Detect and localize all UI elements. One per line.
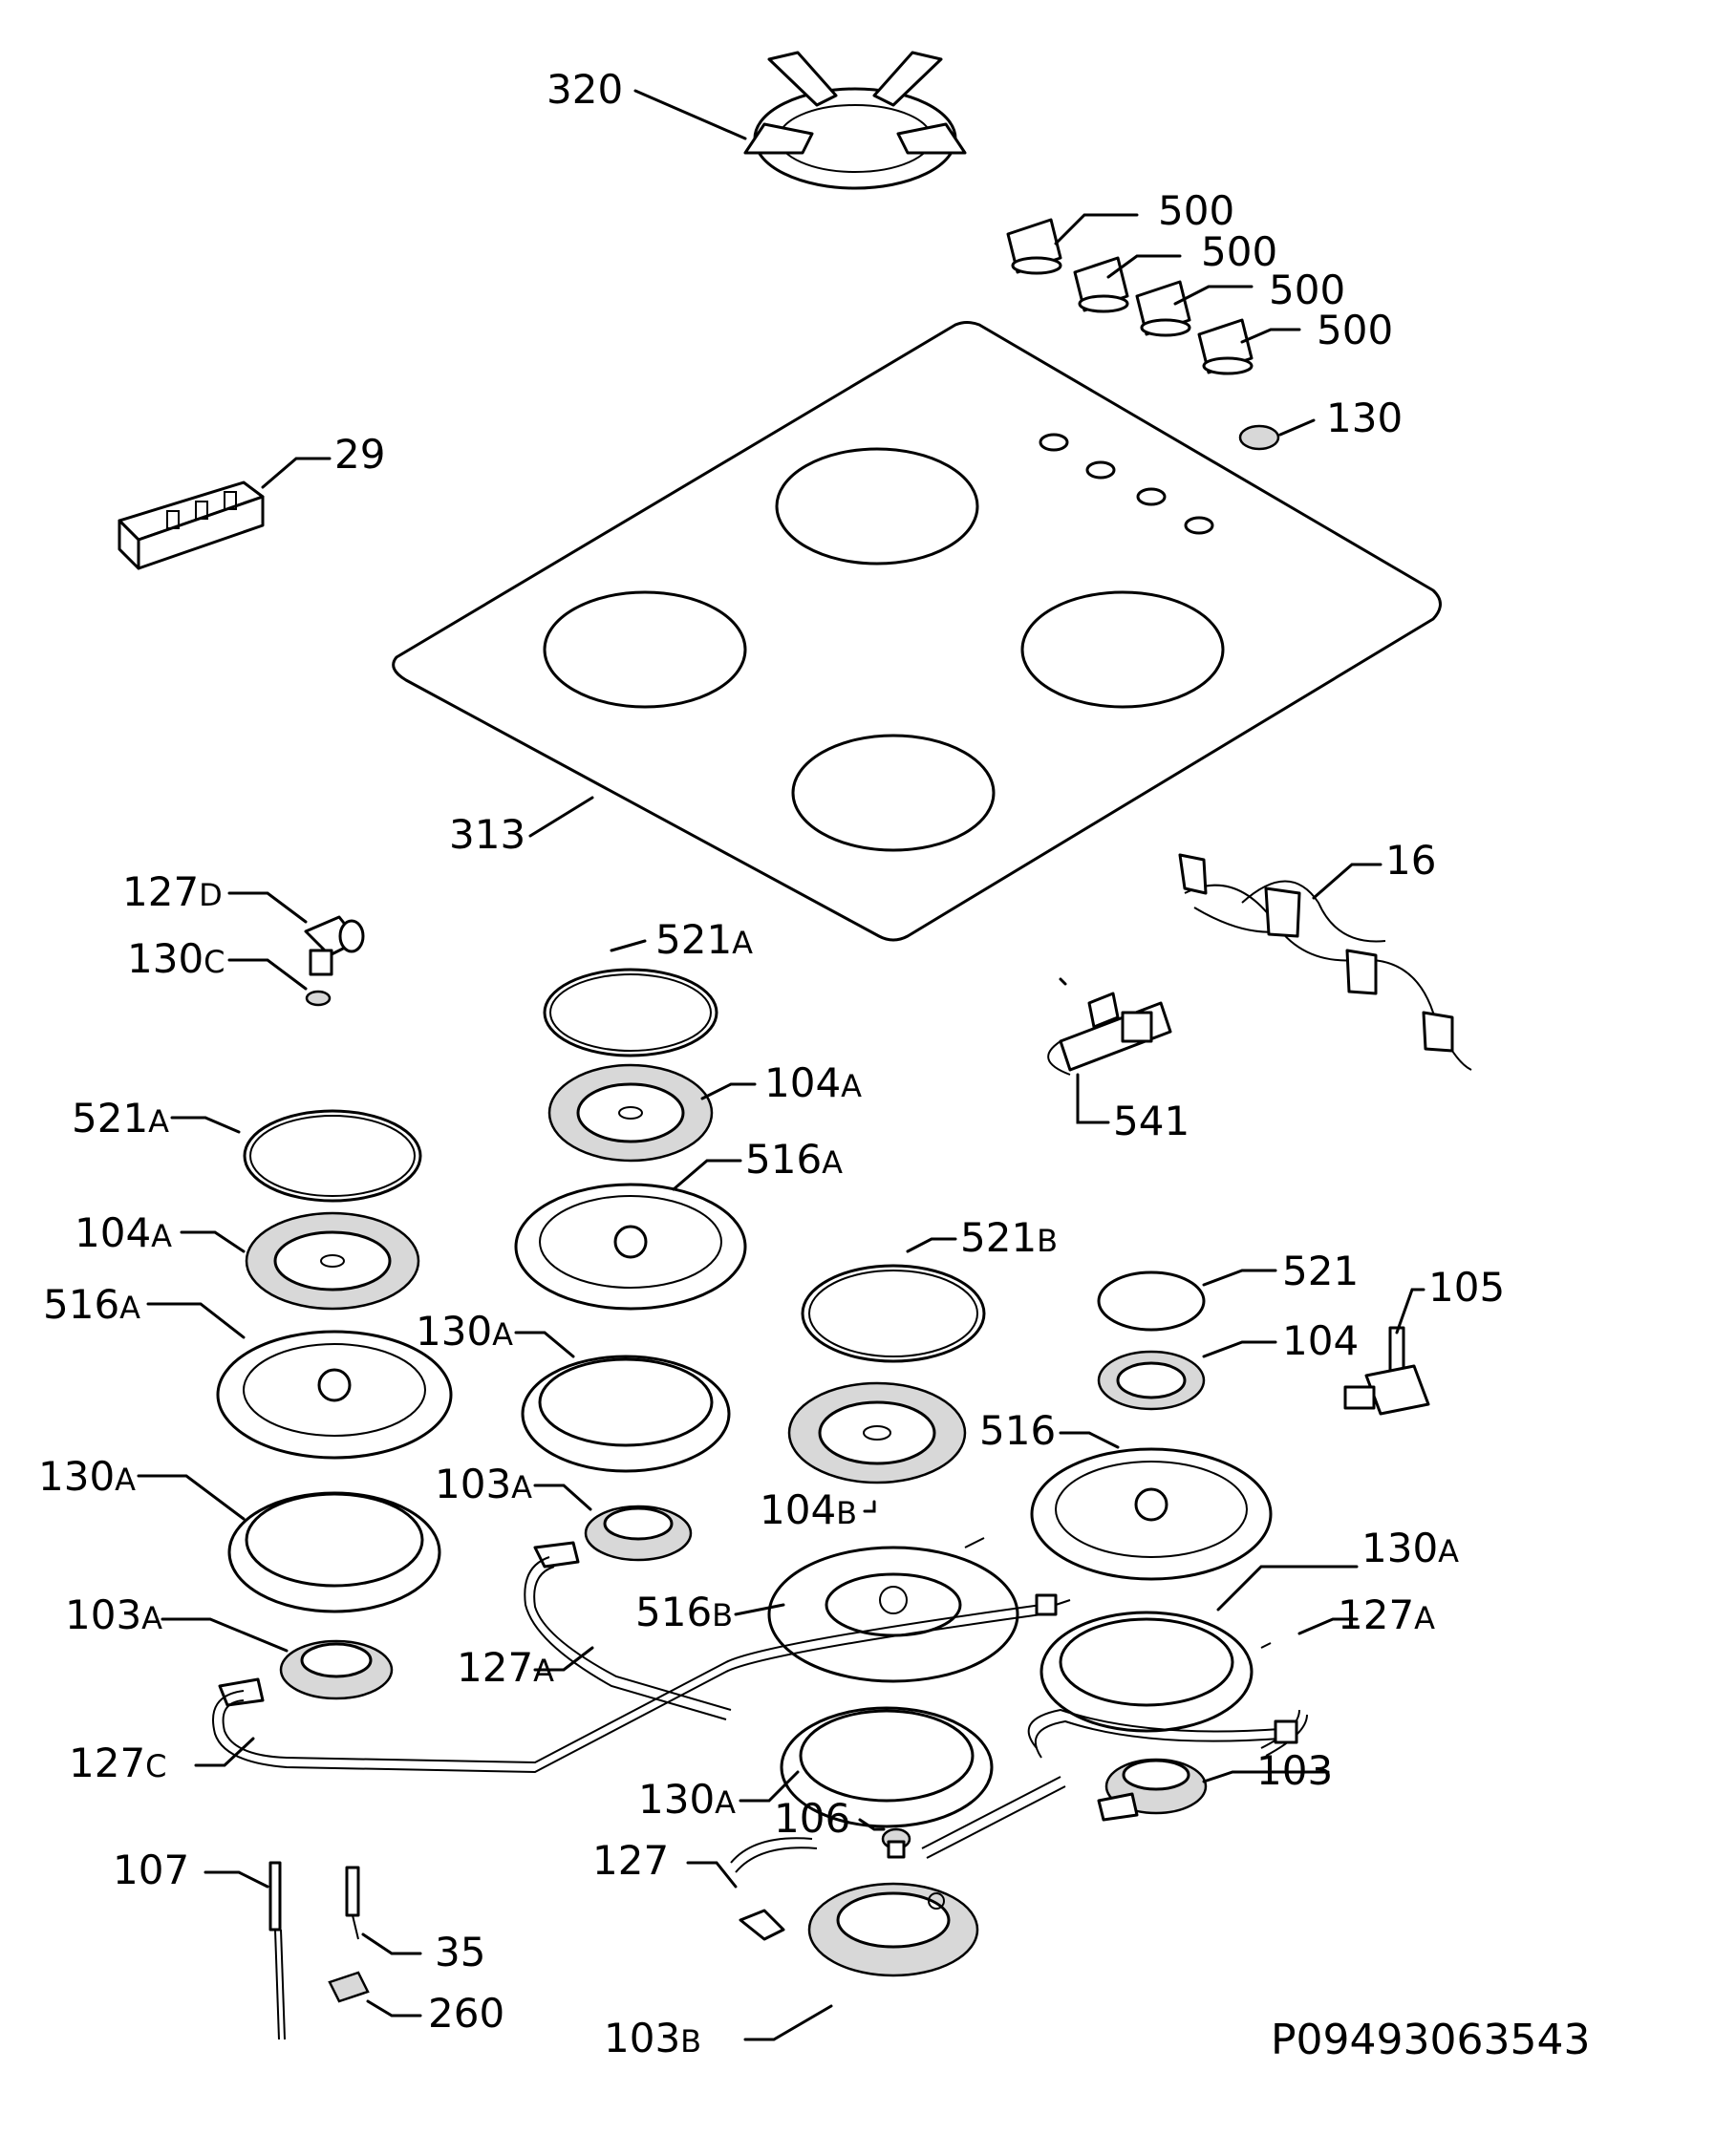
label-105: 105: [1428, 1264, 1505, 1311]
label-516b: 516B: [635, 1589, 733, 1635]
label-313: 313: [449, 811, 525, 858]
label-130a-bottom: 130A: [638, 1776, 736, 1823]
burner-cap-521a-left: [243, 1109, 422, 1203]
control-knobs-500: [1006, 218, 1254, 375]
burner-ring-130a-right: [1039, 1611, 1254, 1733]
label-104: 104: [1282, 1317, 1359, 1364]
label-130: 130: [1326, 395, 1403, 441]
burner-cap-521b: [801, 1264, 986, 1363]
label-107: 107: [113, 1847, 189, 1893]
burner-ring-130a-bottom: [780, 1706, 994, 1828]
pan-support-320: [743, 51, 967, 190]
label-541: 541: [1113, 1098, 1189, 1144]
flame-spreader-104: [1097, 1350, 1206, 1411]
label-500-d: 500: [1317, 307, 1393, 353]
ignition-harness-16: [1178, 853, 1472, 1071]
clip-260: [328, 1971, 370, 2003]
burner-body-103a-middle: [533, 1505, 693, 1569]
label-500-a: 500: [1158, 187, 1234, 234]
label-104b: 104B: [760, 1486, 857, 1533]
label-500-c: 500: [1269, 267, 1345, 313]
label-35: 35: [435, 1929, 485, 1975]
label-320: 320: [547, 66, 623, 113]
label-516a-left: 516A: [43, 1281, 140, 1328]
label-521b: 521B: [960, 1214, 1058, 1261]
hob-top-plate-313: [392, 321, 1442, 942]
elbow-connector-127d: [304, 915, 365, 976]
burner-head-516b: [767, 1546, 1019, 1683]
flame-spreader-104b: [787, 1381, 967, 1484]
label-104a-middle: 104A: [764, 1059, 862, 1106]
burner-body-103: [1097, 1758, 1208, 1822]
gas-pipes: [212, 1537, 1308, 1941]
label-127a-right: 127A: [1338, 1591, 1435, 1638]
flame-spreader-104a-middle: [547, 1063, 714, 1163]
label-127d: 127D: [122, 868, 223, 915]
burner-ring-130a-middle: [521, 1355, 731, 1473]
washer-130c: [305, 990, 332, 1007]
label-104a-left: 104A: [75, 1209, 172, 1256]
label-130a-middle: 130A: [416, 1308, 513, 1355]
label-521: 521: [1282, 1248, 1359, 1294]
label-521a-top: 521A: [655, 916, 753, 963]
label-103a-left: 103A: [65, 1591, 162, 1638]
label-16: 16: [1385, 837, 1436, 884]
component-541: [1047, 992, 1172, 1076]
spark-electrode-35: [345, 1866, 360, 1940]
label-516: 516: [979, 1407, 1056, 1454]
label-106: 106: [774, 1795, 850, 1842]
label-29: 29: [334, 431, 385, 478]
label-103b: 103B: [604, 2015, 701, 2061]
label-521a-left: 521A: [72, 1095, 169, 1142]
label-500-b: 500: [1201, 228, 1277, 275]
label-127a-middle: 127A: [457, 1644, 554, 1691]
burner-head-516a-middle: [514, 1183, 747, 1311]
flame-spreader-104a-left: [245, 1211, 420, 1311]
label-103: 103: [1256, 1747, 1333, 1794]
ignition-module-29: [118, 480, 265, 570]
label-103a-middle: 103A: [435, 1461, 532, 1507]
injector-106: [881, 1827, 911, 1859]
label-516a-middle: 516A: [745, 1136, 843, 1183]
thermocouple-107: [268, 1861, 286, 2040]
label-130a-left: 130A: [38, 1453, 136, 1500]
reference-code: P09493063543: [1271, 2016, 1590, 2064]
burner-cap-521a-middle: [543, 968, 718, 1057]
label-130a-right: 130A: [1361, 1525, 1459, 1571]
burner-ring-130a-left: [227, 1491, 441, 1613]
burner-body-103b: [807, 1882, 979, 1977]
burner-head-516: [1030, 1447, 1273, 1581]
burner-cap-521: [1097, 1270, 1206, 1332]
label-260: 260: [428, 1990, 504, 2037]
gas-valve-105: [1343, 1326, 1430, 1416]
grommet-130: [1238, 424, 1280, 451]
burner-body-103a-left: [218, 1639, 394, 1707]
label-130c: 130C: [127, 935, 225, 982]
burner-head-516a-left: [216, 1330, 453, 1460]
label-127: 127: [592, 1837, 669, 1884]
label-127c: 127C: [69, 1740, 167, 1786]
